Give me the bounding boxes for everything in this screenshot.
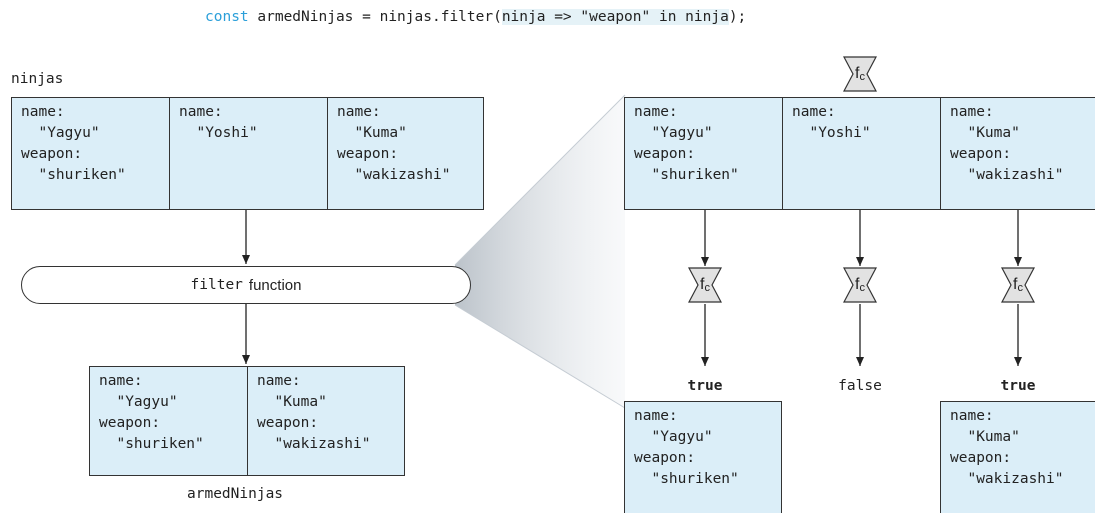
field-value: "wakizashi" (967, 471, 1064, 487)
ninjas-array-label: ninjas (11, 71, 64, 87)
zoom-item-yoshi: name: "Yoshi" (782, 98, 940, 209)
result-true-yagyu: true (687, 378, 723, 394)
field-value: "wakizashi" (274, 436, 371, 452)
filter-function-node: filter function (21, 266, 471, 304)
field-value: "Kuma" (274, 394, 327, 410)
armed-item-kuma: name: "Kuma" weapon: "wakizashi" (247, 367, 404, 475)
ninja-item-yagyu: name: "Yagyu" weapon: "shuriken" (12, 98, 169, 209)
fc-sub: c (859, 71, 865, 83)
output-item-kuma: name: "Kuma" weapon: "wakizashi" (940, 401, 1095, 513)
field-key: name: (99, 373, 143, 389)
result-false-yoshi: false (838, 378, 882, 394)
ninja-item-kuma: name: "Kuma" weapon: "wakizashi" (327, 98, 483, 209)
field-value: "Kuma" (967, 125, 1020, 141)
field-value: "shuriken" (38, 167, 126, 183)
field-key: name: (179, 104, 223, 120)
field-value: "shuriken" (116, 436, 204, 452)
const-keyword: const (205, 9, 249, 25)
field-value: "Yagyu" (38, 125, 100, 141)
fc-sub: c (1017, 282, 1023, 294)
fc-sub: c (704, 282, 710, 294)
field-key: weapon: (257, 415, 319, 431)
field-key: name: (792, 104, 836, 120)
field-key: name: (950, 104, 994, 120)
code-prefix: armedNinjas = ninjas.filter( (248, 9, 502, 25)
field-key: name: (337, 104, 381, 120)
code-suffix: ); (728, 9, 747, 25)
fc-base: f (855, 65, 860, 82)
field-key: weapon: (21, 146, 83, 162)
field-key: weapon: (950, 450, 1012, 466)
field-key: weapon: (634, 450, 696, 466)
field-key: name: (257, 373, 301, 389)
ninjas-array: name: "Yagyu" weapon: "shuriken" name: "… (11, 97, 484, 210)
field-key: name: (21, 104, 65, 120)
field-key: weapon: (337, 146, 399, 162)
fc-base: f (700, 276, 705, 293)
field-value: "Kuma" (967, 429, 1020, 445)
field-value: "wakizashi" (967, 167, 1064, 183)
armed-ninjas-label: armedNinjas (187, 486, 284, 502)
filter-callback-highlight: ninja => "weapon" in ninja (501, 9, 729, 25)
field-value: "wakizashi" (354, 167, 451, 183)
field-key: weapon: (634, 146, 696, 162)
ninja-item-yoshi: name: "Yoshi" (169, 98, 327, 209)
field-value: "Yoshi" (196, 125, 258, 141)
zoom-item-yagyu: name: "Yagyu" weapon: "shuriken" (625, 98, 782, 209)
zoom-item-kuma: name: "Kuma" weapon: "wakizashi" (940, 98, 1095, 209)
field-value: "Yagyu" (651, 125, 713, 141)
field-key: name: (634, 408, 678, 424)
armed-ninjas-array: name: "Yagyu" weapon: "shuriken" name: "… (89, 366, 405, 476)
field-value: "shuriken" (651, 471, 739, 487)
field-value: "Yoshi" (809, 125, 871, 141)
code-statement: const armedNinjas = ninjas.filter(ninja … (205, 9, 746, 25)
field-value: "Kuma" (354, 125, 407, 141)
fc-base: f (1013, 276, 1018, 293)
field-key: weapon: (99, 415, 161, 431)
fc-sub: c (859, 282, 865, 294)
field-value: "Yagyu" (116, 394, 178, 410)
field-value: "shuriken" (651, 167, 739, 183)
field-value: "Yagyu" (651, 429, 713, 445)
field-key: name: (950, 408, 994, 424)
zoom-cone (455, 95, 625, 408)
filter-code-label: filter (190, 277, 243, 293)
field-key: name: (634, 104, 678, 120)
field-key: weapon: (950, 146, 1012, 162)
result-true-kuma: true (1000, 378, 1036, 394)
ninjas-zoomed-array: name: "Yagyu" weapon: "shuriken" name: "… (624, 97, 1095, 210)
filter-text-label: function (248, 276, 302, 294)
fc-base: f (855, 276, 860, 293)
output-item-yagyu: name: "Yagyu" weapon: "shuriken" (624, 401, 782, 513)
zoom-cone-top-edge (454, 94, 626, 266)
zoom-cone-bottom-edge (454, 304, 626, 409)
armed-item-yagyu: name: "Yagyu" weapon: "shuriken" (90, 367, 247, 475)
